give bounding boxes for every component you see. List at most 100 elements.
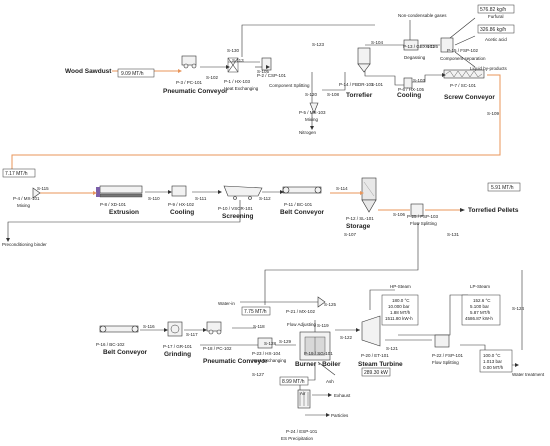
tag-p21: P-21 / MX-102 [286, 309, 316, 314]
heat-exchanger-2[interactable] [257, 337, 273, 349]
air-flow-value: 8.99 MT/h [282, 379, 305, 385]
belt-conveyor-2[interactable] [99, 325, 139, 333]
degassing-unit[interactable] [403, 39, 419, 51]
flow-splitter-2[interactable] [440, 37, 454, 53]
belt-conveyor-1-title: Belt Conveyor [280, 209, 325, 216]
stream-s109-a [11, 74, 501, 175]
grinder[interactable] [167, 321, 183, 337]
label-s124: S-124 [512, 306, 525, 311]
stream-s103 [412, 74, 444, 83]
mix-flow-value: 7.17 MT/h [5, 171, 28, 177]
cooling-1-title: Cooling [397, 92, 421, 99]
steam-turbine[interactable] [361, 315, 381, 347]
pneumatic-conveyor-1[interactable] [181, 55, 197, 69]
note-flow-split-1: Flow Splitting [410, 221, 437, 226]
pneumatic-conveyor-1-title: Pneumatic Conveyor [163, 88, 228, 95]
mixer-1[interactable] [309, 102, 319, 114]
flow-splitter-3[interactable] [410, 203, 424, 217]
pneumatic-conveyor-2-title: Pneumatic Conveyor [203, 358, 268, 365]
label-s107: S-107 [344, 232, 357, 237]
label-s101: S-101 [371, 82, 384, 87]
note-nitrogen: Nitrogen [299, 130, 317, 135]
stream-s101 [364, 57, 408, 86]
water-treatment-box [479, 349, 513, 373]
note-water-treatment: Water treatment [512, 372, 545, 377]
tag-p17: P-17 / GR-101 [163, 344, 193, 349]
vibrating-screen[interactable] [223, 185, 263, 200]
note-exhaust: Exhaust [334, 393, 351, 398]
stream-acetic [454, 35, 476, 46]
note-flow-split-2: Flow Splitting [432, 360, 459, 365]
flow-boxes: 9.09 MT/h 7.17 MT/h 5.91 MT/h 576.82 kg/… [2, 4, 521, 386]
torrefier-unit[interactable] [357, 47, 371, 73]
mixer-3[interactable] [317, 296, 326, 308]
extrusion-title: Extrusion [109, 209, 139, 216]
tag-p7: P-7 / SC-101 [450, 83, 477, 88]
extruder[interactable] [96, 185, 143, 198]
stream-s123 [241, 24, 375, 57]
belt-conveyor-1[interactable] [282, 186, 322, 194]
cooler-2[interactable] [171, 185, 187, 197]
screw-conveyor-title: Screw Conveyor [444, 94, 495, 101]
lp-energy: 4586.87 kW-h [465, 316, 493, 321]
equipment [32, 37, 485, 409]
note-degassing: Degassing [404, 55, 426, 60]
air-flow-box [279, 376, 309, 386]
mixer-2[interactable] [32, 187, 41, 199]
stream-s131 [264, 222, 419, 305]
label-s127: S-127 [252, 372, 265, 377]
label-s119: S-119 [317, 323, 329, 328]
note-acetic: Acetic acid [485, 37, 507, 42]
tag-p10: P-10 / VSCR-101 [218, 206, 253, 211]
furfural-flow-value: 576.82 kg/h [480, 7, 506, 13]
label-s106: S-106 [393, 212, 406, 217]
screw-conveyor[interactable] [443, 69, 485, 79]
label-s123: S-123 [312, 42, 325, 47]
label-s120: S-120 [305, 92, 318, 97]
water-flow-box [241, 306, 271, 316]
label-s115: S-115 [37, 186, 49, 191]
wood-flow-value: 9.09 MT/h [121, 71, 144, 77]
note-particles: Particles [331, 413, 349, 418]
tag-p12: P-12 / SL-101 [346, 216, 374, 221]
flow-splitter-1[interactable] [434, 334, 450, 348]
note-comp-sep: Component separation [440, 56, 486, 61]
heat-exchanger-1[interactable] [227, 57, 239, 73]
notes: Heat Exchanging Component Splitting Mixi… [2, 13, 545, 441]
unit-tags: P-3 / PC-101 P-1 / HX-103 P-2 / CSP-101 … [13, 44, 479, 434]
torrefied-pellets-title: Torrefied Pellets [468, 207, 519, 214]
label-s105: S-105 [257, 69, 270, 74]
tag-p4: P-4 / MX-101 [13, 196, 40, 201]
product-flow-box [487, 182, 521, 192]
tag-p9: P-9 / HX-102 [168, 202, 195, 207]
wt-flow: 0.00 MT/h [483, 365, 504, 370]
storage-silo[interactable] [361, 177, 377, 213]
note-flow-adj: Flow Adjusting [287, 322, 317, 327]
water-flow-value: 7.75 MT/h [244, 309, 267, 315]
tag-p19: P-19 / SG-101 [304, 351, 333, 356]
burner-boiler-unit[interactable] [299, 331, 331, 361]
note-water-in: Water-in [218, 301, 235, 306]
lp-pressure: 5.100 bar [470, 304, 490, 309]
electrostatic-precipitator[interactable] [297, 389, 311, 409]
tag-p16: P-16 / BC-102 [96, 342, 125, 347]
component-splitter[interactable] [261, 57, 272, 71]
label-s130: S-130 [227, 48, 240, 53]
cooling-2-title: Cooling [170, 209, 194, 216]
burner-boiler-title: Burner - Boiler [295, 361, 341, 368]
hp-pressure: 10.000 bar [388, 304, 410, 309]
pneumatic-conveyor-2[interactable] [206, 321, 222, 335]
label-s128: S-128 [264, 341, 277, 346]
tag-p23: P-23 / HX-104 [252, 351, 281, 356]
tag-p20: P-20 / ET-101 [361, 353, 389, 358]
tag-p5: P-5 / MX-103 [299, 110, 326, 115]
cooler-1[interactable] [403, 77, 413, 89]
tag-p6: P-6 / HX-105 [398, 87, 425, 92]
tag-p3: P-3 / PC-101 [176, 80, 203, 85]
power-box [361, 367, 391, 377]
label-s110: S-110 [148, 196, 160, 201]
note-comp-split: Component Splitting [269, 83, 310, 88]
note-furfural: Furfural [488, 14, 504, 19]
note-hp-steam: HP-Steam [390, 284, 411, 289]
